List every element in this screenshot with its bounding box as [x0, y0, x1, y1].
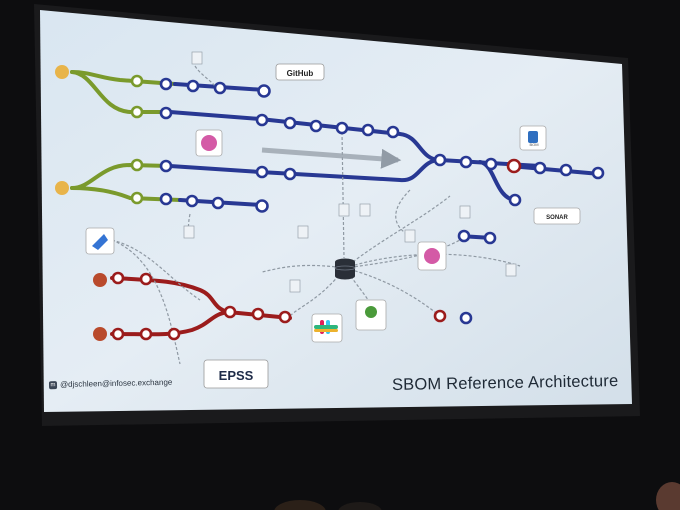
document-icon — [459, 205, 471, 219]
mastodon-icon: m — [48, 380, 58, 389]
station-node — [386, 125, 400, 139]
developer-icon — [55, 181, 69, 195]
station-node — [457, 229, 471, 243]
station-node — [459, 155, 473, 169]
cyclonedx-icon — [201, 135, 217, 151]
dependency-track-icon — [92, 234, 108, 250]
green-line-group — [70, 70, 182, 202]
station-node — [139, 327, 153, 341]
connector — [111, 239, 181, 365]
station-node — [483, 231, 497, 245]
epss-label: EPSS — [219, 368, 254, 383]
document-icon — [359, 203, 371, 217]
blue-line — [508, 164, 602, 176]
connector — [194, 65, 216, 87]
document-icons — [183, 51, 517, 293]
station-node — [257, 84, 271, 98]
slack-icon — [314, 325, 338, 329]
audience-head — [338, 502, 382, 510]
station-node — [167, 327, 181, 341]
slide-title: SBOM Reference Architecture — [391, 372, 619, 394]
developer-icon — [55, 65, 69, 79]
station-node — [223, 305, 237, 319]
connector — [344, 267, 441, 317]
station-node — [591, 166, 605, 180]
document-icon — [404, 229, 416, 243]
connector — [344, 195, 451, 269]
station-node — [459, 311, 473, 325]
document-icon — [297, 225, 309, 239]
logo-tiles — [85, 63, 581, 389]
robot-icon — [93, 327, 107, 341]
epss-logo-box — [203, 359, 269, 389]
document-icon — [505, 263, 517, 277]
station-node — [255, 165, 269, 179]
station-node — [130, 158, 144, 172]
document-icon — [289, 279, 301, 293]
sonar-label: SONAR — [546, 215, 568, 221]
station-node — [255, 199, 269, 213]
connector — [111, 239, 201, 301]
document-icon — [338, 203, 350, 217]
connector — [341, 131, 345, 259]
station-node — [185, 194, 199, 208]
station-node — [335, 121, 349, 135]
station-node — [251, 307, 265, 321]
station-node — [283, 116, 297, 130]
station-node — [213, 81, 227, 95]
station-node — [159, 77, 173, 91]
blue-line — [168, 158, 442, 183]
connector — [261, 264, 346, 273]
station-node — [506, 158, 522, 174]
station-node — [211, 196, 225, 210]
bom-label: BOM — [529, 142, 538, 147]
station-node — [130, 191, 144, 205]
station-node — [159, 106, 173, 120]
station-node — [309, 119, 323, 133]
audience-head — [274, 500, 326, 510]
slack-icon — [314, 329, 338, 332]
station-node — [139, 272, 153, 286]
station-node — [111, 271, 125, 285]
station-node — [159, 159, 173, 173]
person-icons — [55, 65, 107, 341]
sbom-tool-icon — [365, 306, 377, 318]
robot-icon — [93, 273, 107, 287]
cyclonedx-icon — [424, 248, 440, 264]
green-line — [70, 70, 172, 114]
station-node — [283, 167, 297, 181]
audience-head — [656, 482, 680, 510]
station-node — [361, 123, 375, 137]
station-node — [433, 153, 447, 167]
kubernetes-icon — [528, 131, 538, 143]
slide-surface — [40, 10, 632, 412]
station-node — [484, 157, 498, 171]
station-node — [533, 161, 547, 175]
github-label: GitHub — [287, 69, 314, 78]
github-logo-box — [275, 63, 325, 81]
document-icon — [183, 225, 195, 239]
flow-arrow — [261, 147, 402, 169]
database-icon — [334, 258, 356, 280]
station-node — [159, 192, 173, 206]
station-nodes — [111, 74, 605, 341]
station-node — [559, 163, 573, 177]
station-node — [130, 105, 144, 119]
connector — [344, 239, 461, 269]
station-node — [508, 193, 522, 207]
station-node — [278, 310, 292, 324]
station-node — [186, 79, 200, 93]
green-line — [70, 162, 172, 190]
station-node — [130, 74, 144, 88]
station-node — [433, 309, 447, 323]
document-icon — [191, 51, 203, 65]
sonar-logo-box — [533, 207, 581, 225]
station-node — [111, 327, 125, 341]
station-node — [255, 113, 269, 127]
